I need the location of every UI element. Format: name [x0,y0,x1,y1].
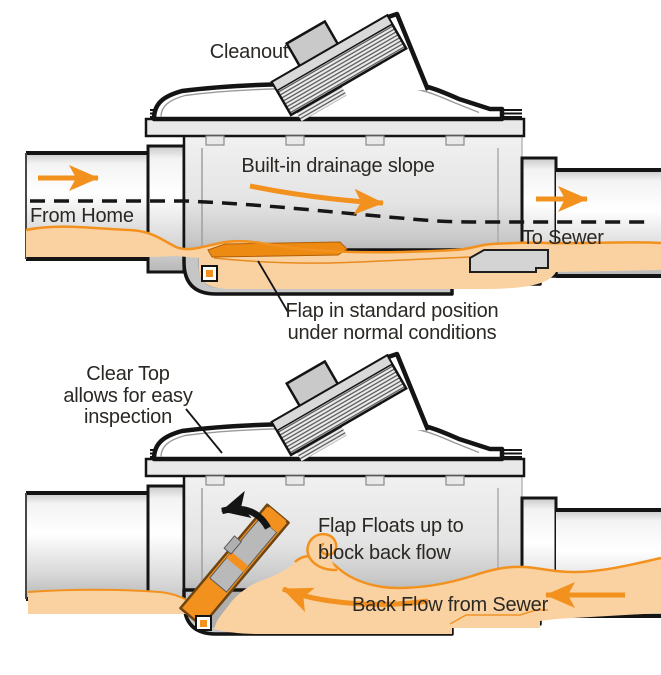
wave-curl [306,532,338,572]
flap-caption-leader [257,260,289,313]
to-sewer-label: To Sewer [522,227,604,249]
drainage-slope-label: Built-in drainage slope [241,155,434,177]
clear-top-leader [185,408,223,454]
cleanout-label: Cleanout [210,41,289,63]
flap-caption-line2: under normal conditions [288,322,497,344]
clear-top-line3: inspection [84,406,172,428]
clear-top-line2: allows for easy [63,385,192,407]
water-flow-backflow [27,532,661,634]
flap-floats-line1: Flap Floats up to [318,515,464,537]
backflow-curved-arrow [282,586,429,612]
panel-backflow: Clear Top allows for easy inspection Fla… [26,333,661,634]
water-flow-normal [25,225,661,289]
outlet-ledge [469,249,549,273]
panel-normal-flow: Cleanout Built-in drainage slope From Ho… [26,0,661,344]
backflow-label: Back Flow from Sewer [352,594,549,616]
drainage-slope-dashed-line [30,199,652,224]
from-home-label: From Home [30,205,134,227]
flap-rotation-arrow [221,490,271,530]
clear-top-line1: Clear Top [86,363,170,385]
flap-normal-position [207,241,348,258]
flap-floats-line2: block back flow [318,542,451,564]
flow-arrow-slope [249,183,384,215]
flap-caption-line1: Flap in standard position [286,300,499,322]
